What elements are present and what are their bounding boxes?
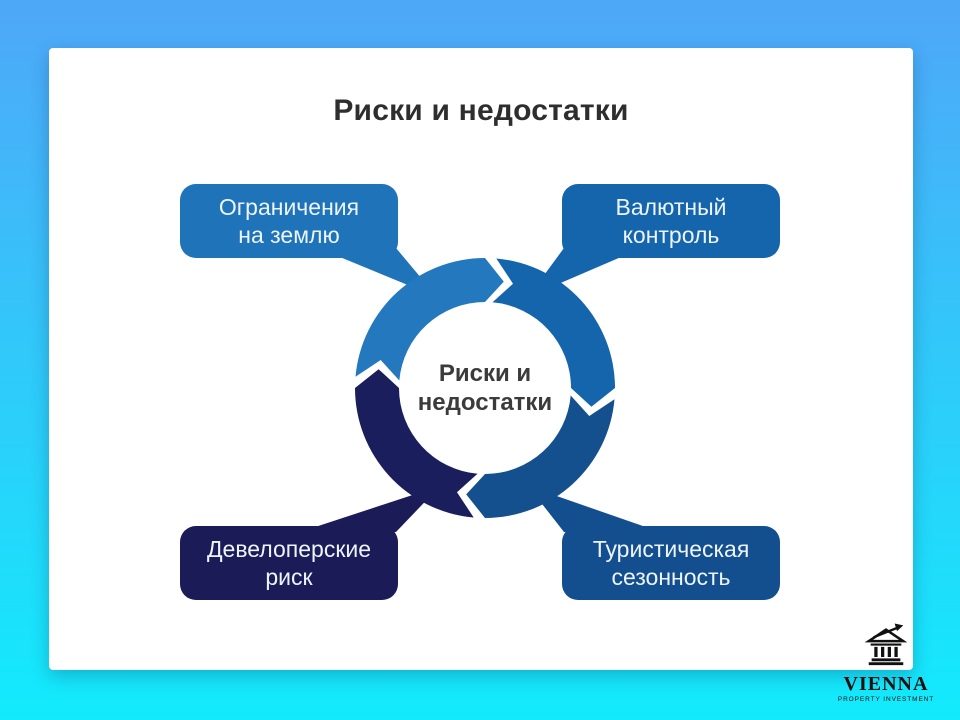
callout-line: Валютный [615,194,727,220]
center-label-line: недостатки [417,389,553,416]
logo-name: VIENNA [843,673,929,695]
diagram-center-label: Риски и недостатки [385,359,585,417]
callout-restrictions-on-land: Ограничения на землю [180,184,398,258]
callout-currency-control: Валютный контроль [562,184,780,258]
vienna-logo: VIENNA PROPERTY INVESTMENT [837,622,935,704]
callout-line: на землю [238,222,340,248]
center-label-line: Риски и [438,360,532,387]
callout-line: Ограничения [218,194,360,220]
callout-line: риск [265,564,313,590]
callout-tourist-seasonality: Туристическая сезонность [562,526,780,600]
callout-line: контроль [622,222,720,248]
callout-developer-risk: Девелоперские риск [180,526,398,600]
slide-title: Риски и недостатки [333,94,629,127]
callout-line: сезонность [611,564,731,590]
callout-line: Туристическая [592,536,750,562]
bank-building-growth-arrow-icon [863,622,909,673]
callout-line: Девелоперские [206,536,372,562]
logo-tagline: PROPERTY INVESTMENT [837,696,935,703]
